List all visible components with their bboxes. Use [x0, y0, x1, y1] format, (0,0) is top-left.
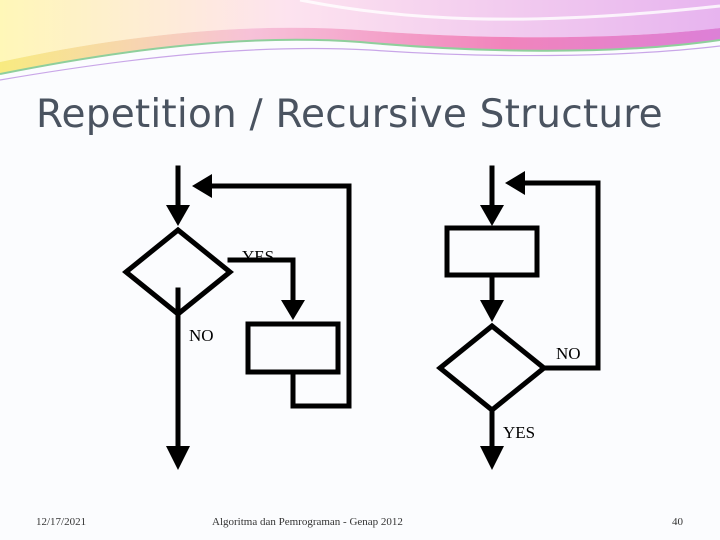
right-exit-arrowhead: [480, 446, 504, 470]
right-yes-label: YES: [503, 424, 535, 441]
page-number: 40: [672, 517, 683, 528]
left-process-box: [248, 324, 338, 372]
left-yes-line: [230, 260, 293, 300]
right-decision-arrowhead: [480, 300, 504, 322]
right-process-box: [447, 228, 537, 275]
left-loop-arrowhead: [192, 174, 212, 198]
right-no-label: NO: [556, 345, 581, 362]
left-yes-arrowhead: [281, 300, 305, 320]
left-yes-label: YES: [242, 248, 274, 265]
right-entry-arrowhead: [480, 205, 504, 226]
right-loop-arrowhead: [505, 171, 525, 195]
left-exit-arrowhead: [166, 446, 190, 470]
footer-center-text: Algoritma dan Pemrograman - Genap 2012: [212, 517, 403, 528]
left-entry-arrowhead: [166, 205, 190, 226]
footer-date: 12/17/2021: [36, 517, 86, 528]
left-no-label: NO: [189, 327, 214, 344]
right-decision-diamond: [440, 326, 544, 410]
